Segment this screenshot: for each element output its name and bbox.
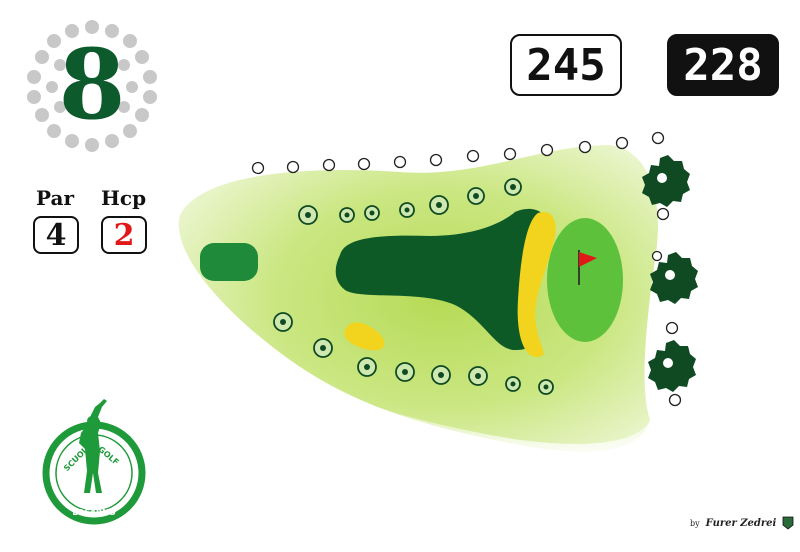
rough-fade — [300, 380, 650, 455]
black-tee-distance: 228 — [667, 34, 779, 96]
tree-icons-inner — [280, 184, 549, 390]
hcp-value: 2 — [101, 216, 147, 254]
golf-ball-icon — [27, 20, 157, 152]
scuola-golf-locarno-logo: GOLF SCUOLA LOCARNO — [42, 399, 146, 525]
fairway — [335, 208, 546, 350]
bunker-right — [517, 211, 556, 358]
bunker-left — [344, 322, 385, 351]
tee-box — [200, 243, 258, 281]
flag-icon — [579, 252, 597, 267]
par-value: 4 — [33, 216, 79, 254]
credit: by Furer Zedrei — [690, 516, 794, 530]
par-label: Par — [36, 186, 74, 210]
logo-text-locarno: LOCARNO — [72, 508, 116, 517]
putting-green — [547, 218, 623, 342]
credit-by: by — [690, 518, 700, 528]
hole-number: 8 — [58, 28, 126, 141]
credit-name: Furer Zedrei — [705, 517, 777, 529]
white-tee-distance: 245 — [510, 34, 622, 96]
hcp-label: Hcp — [101, 186, 147, 210]
boundary-markers — [251, 131, 682, 407]
credit-mark-icon — [782, 516, 794, 530]
